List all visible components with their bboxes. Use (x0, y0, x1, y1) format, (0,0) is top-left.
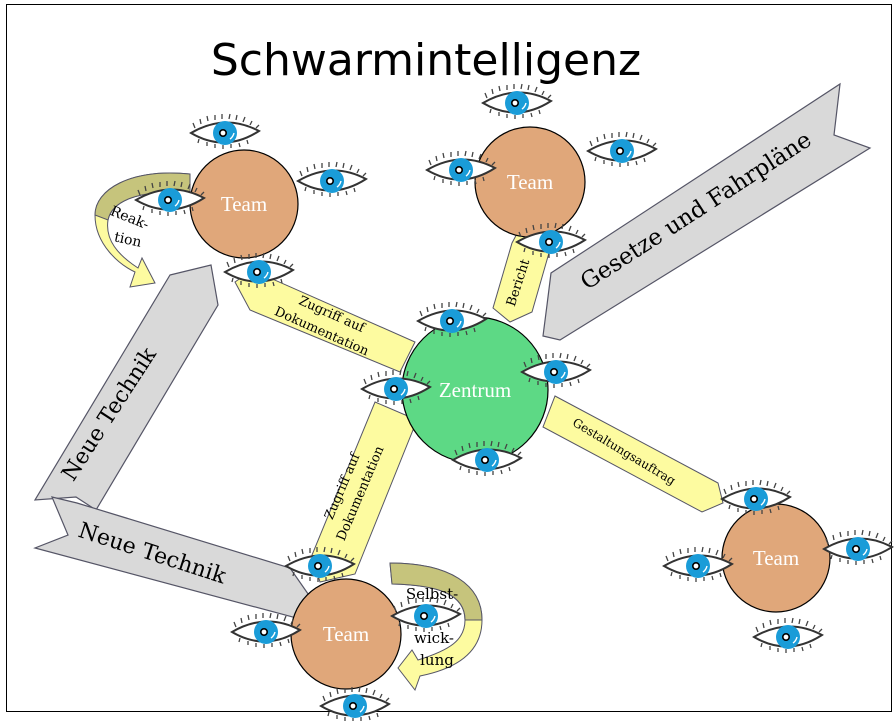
self-development-line4: lung (420, 651, 454, 669)
reaction-line1: Reak- (108, 203, 151, 233)
eye-icon (823, 529, 893, 566)
design-order-arrow-label: Gestaltungsauftrag (570, 415, 678, 488)
team-node-right: Team (721, 503, 831, 613)
laws-arrow: Gesetze und Fahrpläne (542, 82, 872, 341)
tech-vertical-arrow: Neue Technik (33, 264, 219, 511)
team-top-left-label: Team (221, 192, 267, 216)
design-order-arrow: Gestaltungsauftrag (542, 395, 724, 513)
eye-icon (190, 113, 260, 150)
eye-icon (231, 612, 301, 649)
center-label: Zentrum (439, 378, 511, 402)
self-development-line3: wick- (414, 629, 454, 647)
eye-icon (320, 686, 390, 721)
team-right-label: Team (753, 546, 799, 570)
self-development-cycle-arrow: Selbst- t wick- lung (389, 562, 483, 692)
team-top-label: Team (507, 170, 553, 194)
self-development-line1: Selbst- (406, 585, 458, 603)
diagram-title: Schwarmintelligenz (211, 35, 641, 86)
eye-icon (753, 617, 823, 654)
team-node-top: Team (474, 126, 586, 238)
access-upper-arrow: Zugriff auf Dokumentation (234, 269, 416, 373)
team-node-top-left: Team (189, 149, 299, 259)
eye-icon (482, 83, 552, 120)
reaction-line2: tion (113, 229, 143, 250)
tech-horizontal-arrow: Neue Technik (33, 496, 314, 620)
team-node-bottom: Team (290, 578, 402, 690)
eye-icon (297, 161, 367, 198)
team-bottom-label: Team (323, 622, 369, 646)
center-node: Zentrum (401, 316, 549, 464)
eye-icon (587, 131, 657, 168)
